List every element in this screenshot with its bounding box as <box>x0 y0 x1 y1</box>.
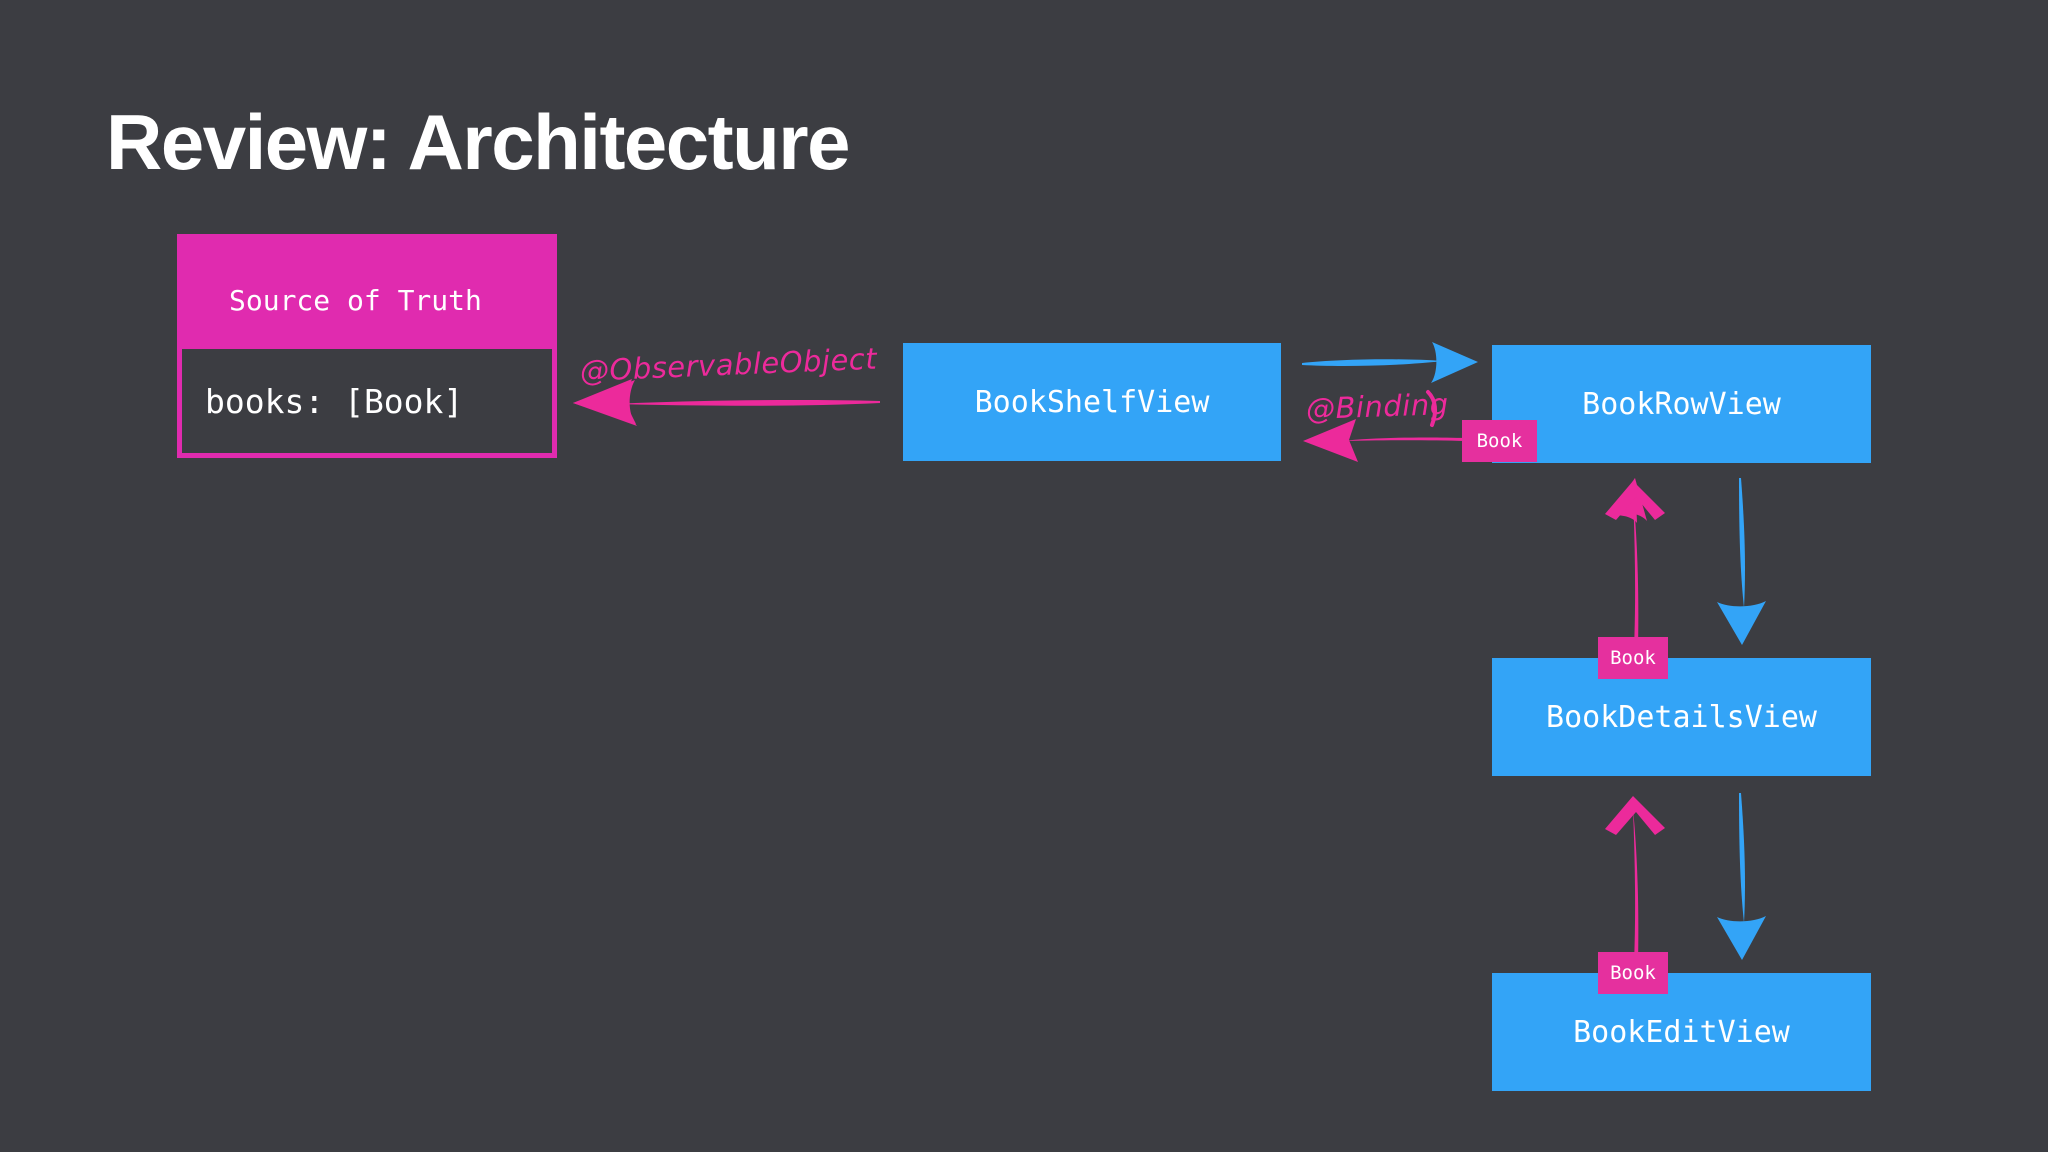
view-box-label-bookrowview: BookRowView <box>1582 386 1781 422</box>
arrow-shelf-to-row <box>1302 342 1478 383</box>
view-box-bookeditview: BookEditView <box>1492 973 1871 1091</box>
book-badge-binding: Book <box>1462 420 1537 462</box>
view-box-label-bookshelfview: BookShelfView <box>974 384 1210 420</box>
view-box-bookrowview: BookRowView <box>1492 345 1871 463</box>
arrow-details-to-row <box>1605 478 1665 648</box>
annotation-binding: @Binding <box>1305 387 1450 426</box>
source-of-truth-body: books: [Book] <box>177 344 557 458</box>
view-box-label-bookeditview: BookEditView <box>1573 1014 1790 1050</box>
arrow-edit-to-details <box>1605 796 1665 963</box>
view-box-bookdetailsview: BookDetailsView <box>1492 658 1871 776</box>
source-of-truth-books-property: books: [Book] <box>205 382 464 421</box>
arrow-row-to-details <box>1717 478 1766 645</box>
book-badge-label: Book <box>1476 430 1523 452</box>
source-of-truth-header-label: Source of Truth <box>229 284 482 317</box>
arrow-details-to-edit <box>1717 793 1766 960</box>
annotation-observableobject: @ObservableObject <box>579 341 878 388</box>
book-badge-row-details: Book <box>1598 637 1668 679</box>
book-badge-label: Book <box>1610 647 1656 669</box>
view-box-label-bookdetailsview: BookDetailsView <box>1546 699 1817 735</box>
page-title: Review: Architecture <box>106 98 851 186</box>
source-of-truth-header: Source of Truth <box>177 234 557 344</box>
source-of-truth-card: Source of Truth books: [Book] <box>177 234 557 458</box>
view-box-bookshelfview: BookShelfView <box>903 343 1281 461</box>
book-badge-details-edit: Book <box>1598 952 1668 994</box>
book-badge-label: Book <box>1610 962 1656 984</box>
